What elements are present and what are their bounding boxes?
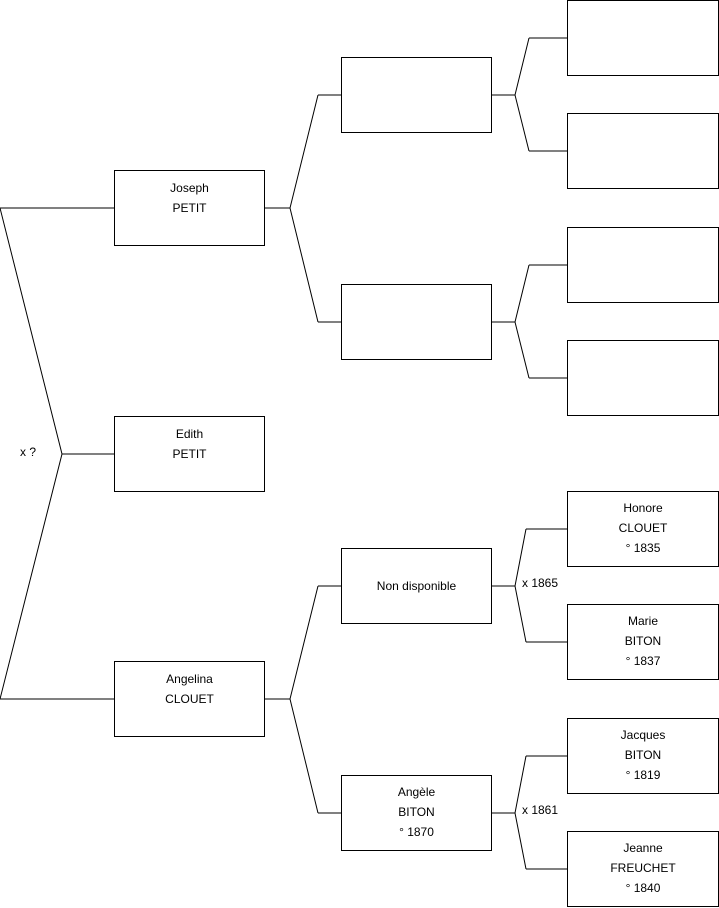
first-name: Angelina: [166, 672, 213, 686]
person-card-empty-4[interactable]: [567, 113, 719, 189]
person-card-joseph[interactable]: Joseph PETIT: [114, 170, 265, 246]
person-card-jeanne[interactable]: Jeanne FREUCHET ° 1840: [567, 831, 719, 907]
last-name: BITON: [624, 748, 662, 762]
first-name: Joseph: [170, 181, 209, 195]
first-name: Jeanne: [623, 841, 663, 855]
birth-year: ° 1819: [625, 768, 661, 782]
birth-year: ° 1840: [625, 881, 661, 895]
person-card-angele[interactable]: Angèle BITON ° 1870: [341, 775, 492, 851]
first-name: Honore: [623, 501, 663, 515]
marriage-label-parents: x ?: [20, 445, 37, 459]
first-name: Edith: [175, 427, 204, 441]
birth-year: ° 1835: [625, 541, 661, 555]
person-card-marie[interactable]: Marie BITON ° 1837: [567, 604, 719, 680]
last-name: PETIT: [172, 201, 207, 215]
marriage-label-clouet-biton: x 1865: [522, 576, 559, 590]
birth-year: ° 1870: [399, 825, 434, 839]
person-card-empty-1[interactable]: [341, 57, 492, 133]
person-card-honore[interactable]: Honore CLOUET ° 1835: [567, 491, 719, 567]
person-card-empty-6[interactable]: [567, 340, 719, 416]
person-card-angelina[interactable]: Angelina CLOUET: [114, 661, 265, 737]
person-card-empty-5[interactable]: [567, 227, 719, 303]
person-card-jacques[interactable]: Jacques BITON ° 1819: [567, 718, 719, 794]
person-card-edith[interactable]: Edith PETIT: [114, 416, 265, 492]
first-name: Angèle: [397, 785, 436, 799]
last-name: CLOUET: [618, 521, 668, 535]
birth-year: ° 1837: [625, 654, 661, 668]
person-card-unknown[interactable]: Non disponible: [341, 548, 492, 624]
person-card-empty-2[interactable]: [341, 284, 492, 360]
last-name: CLOUET: [165, 692, 214, 706]
last-name: BITON: [398, 805, 435, 819]
marriage-label-biton-freuchet: x 1861: [522, 803, 559, 817]
unknown-text: Non disponible: [376, 579, 457, 593]
last-name: FREUCHET: [610, 861, 676, 875]
last-name: PETIT: [172, 447, 207, 461]
first-name: Jacques: [620, 728, 666, 742]
person-card-empty-3[interactable]: [567, 0, 719, 76]
last-name: BITON: [624, 634, 662, 648]
first-name: Marie: [627, 614, 658, 628]
connector-fork-parents: [0, 207, 63, 700]
